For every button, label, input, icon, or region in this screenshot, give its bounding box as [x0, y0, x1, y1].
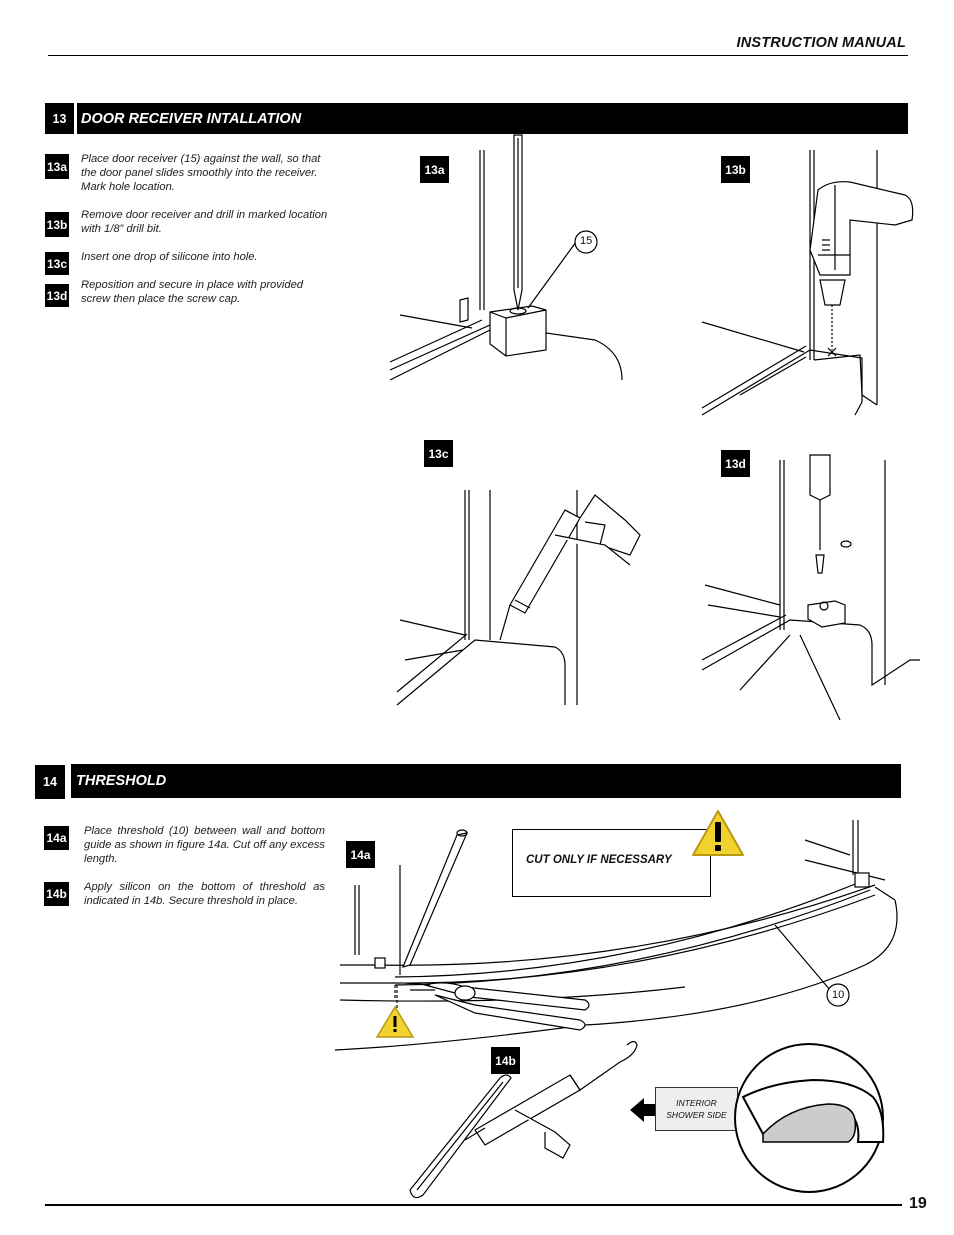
section-13-bar: DOOR RECEIVER INTALLATION [77, 103, 908, 134]
figure-13a-illustration [389, 134, 623, 381]
step-text-13c: Insert one drop of silicone into hole. [81, 251, 258, 263]
step-text-14b: Apply silicon on the bottom of threshold… [84, 881, 325, 907]
arrow-left-icon [630, 1098, 658, 1122]
figure-tag-14b: 14b [491, 1047, 520, 1074]
manual-title: INSTRUCTION MANUAL [736, 35, 906, 51]
interior-shower-side-label: INTERIOR SHOWER SIDE [655, 1087, 738, 1131]
step-text-13b: Remove door receiver and drill in marked… [81, 209, 328, 235]
section-13-number: 13 [45, 103, 74, 134]
step-text-14a: Place threshold (10) between wall and bo… [84, 825, 325, 865]
interior-label-line2: SHOWER SIDE [666, 1110, 727, 1120]
cut-callout-text: CUT ONLY IF NECESSARY [526, 854, 672, 866]
section-14-bar: THRESHOLD [71, 764, 901, 798]
figure-13d-illustration [701, 454, 920, 721]
section-13-title: DOOR RECEIVER INTALLATION [81, 110, 302, 127]
step-tag-14b: 14b [44, 882, 69, 906]
figure-tag-13a: 13a [420, 156, 449, 183]
step-text-13d: Reposition and secure in place with prov… [81, 279, 304, 305]
part-label-15: 15 [580, 235, 593, 247]
cut-callout-box [512, 829, 711, 897]
interior-label-line1: INTERIOR [676, 1098, 717, 1108]
section-14-title: THRESHOLD [76, 773, 167, 789]
threshold-detail-circle [734, 1043, 885, 1193]
figure-14b-illustration [409, 1040, 638, 1199]
step-tag-14a: 14a [44, 826, 69, 850]
step-text-13a: Place door receiver (15) against the wal… [81, 153, 321, 193]
footer-rule [45, 1204, 902, 1206]
figure-13b-illustration [701, 150, 914, 416]
figure-tag-13c: 13c [424, 440, 453, 467]
section-14-number: 14 [35, 765, 65, 799]
figure-14a-illustration [334, 820, 898, 1051]
figure-tag-14a: 14a [346, 841, 375, 868]
part-label-10: 10 [832, 989, 845, 1001]
step-tag-13a: 13a [45, 154, 69, 179]
figure-tag-13b: 13b [721, 156, 750, 183]
figure-tag-13d: 13d [721, 450, 750, 477]
page-number: 19 [909, 1195, 927, 1212]
step-tag-13b: 13b [45, 212, 69, 237]
step-tag-13c: 13c [45, 252, 69, 275]
warning-icon [692, 810, 744, 856]
figure-13c-illustration [396, 490, 641, 706]
step-tag-13d: 13d [45, 284, 69, 307]
header-rule [48, 55, 908, 56]
